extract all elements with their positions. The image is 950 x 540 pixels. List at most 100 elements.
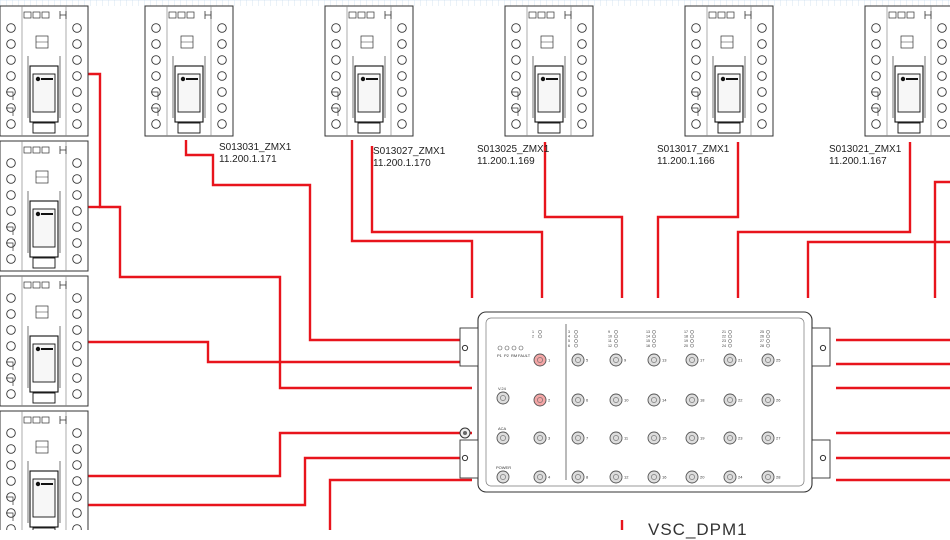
cover-window bbox=[32, 478, 56, 518]
port-5 bbox=[571, 353, 585, 367]
terminal-right bbox=[757, 39, 767, 49]
port-1 bbox=[533, 353, 547, 367]
bottom-latch bbox=[32, 257, 56, 269]
port-25 bbox=[761, 353, 775, 367]
power-connector-inner bbox=[500, 474, 506, 480]
port-14 bbox=[647, 393, 661, 407]
terminal-right bbox=[72, 428, 82, 438]
terminal-left bbox=[511, 23, 521, 33]
header-block bbox=[41, 146, 50, 154]
brand-bar bbox=[41, 348, 53, 350]
wire-symbol bbox=[871, 107, 879, 116]
port-6-number: 6 bbox=[586, 398, 589, 403]
terminal-left bbox=[6, 71, 16, 81]
port-led bbox=[574, 343, 578, 348]
wire-symbol bbox=[6, 91, 14, 100]
terminal-left bbox=[6, 23, 16, 33]
terminal-right bbox=[72, 444, 82, 454]
terminal-right bbox=[937, 55, 947, 65]
io-module-top-5 bbox=[864, 5, 950, 137]
port-led bbox=[652, 334, 656, 339]
terminal-right bbox=[72, 476, 82, 486]
terminal-right bbox=[217, 87, 227, 97]
port-led-label-13: 13 bbox=[646, 330, 650, 334]
wire-symbol bbox=[151, 91, 159, 100]
port-13 bbox=[647, 353, 661, 367]
carrier-rails bbox=[27, 326, 61, 388]
header-block bbox=[23, 11, 32, 19]
port-20-inner bbox=[689, 474, 695, 480]
port-9 bbox=[609, 353, 623, 367]
port-led-label-14: 14 bbox=[646, 335, 650, 339]
terminal-right bbox=[217, 39, 227, 49]
terminal-left bbox=[6, 325, 16, 335]
terminal-right bbox=[72, 103, 82, 113]
cable-15 bbox=[933, 180, 950, 298]
bottom-latch bbox=[177, 122, 201, 134]
terminal-left bbox=[6, 39, 16, 49]
header-symbol bbox=[59, 11, 67, 19]
port-led-label-1: 1 bbox=[532, 330, 534, 334]
port-24 bbox=[723, 470, 737, 484]
cable-10 bbox=[370, 146, 544, 298]
device-label-2: S013027_ZMX1 11.200.1.170 bbox=[373, 146, 445, 170]
terminal-left bbox=[6, 476, 16, 486]
terminal-left bbox=[6, 254, 16, 264]
header-block bbox=[897, 11, 906, 19]
mount-hole bbox=[819, 344, 827, 352]
port-4-inner bbox=[537, 474, 543, 480]
terminal-right bbox=[757, 103, 767, 113]
terminal-right bbox=[217, 71, 227, 81]
terminal-right bbox=[72, 119, 82, 129]
header-block bbox=[528, 11, 537, 19]
port-13-number: 13 bbox=[662, 358, 667, 363]
carrier-rails bbox=[352, 56, 386, 118]
cover-window bbox=[177, 73, 201, 113]
terminal-right bbox=[397, 23, 407, 33]
terminal-left bbox=[6, 460, 16, 470]
device-ip: 11.200.1.167 bbox=[829, 156, 887, 167]
terminal-right bbox=[72, 87, 82, 97]
terminal-right bbox=[937, 119, 947, 129]
port-led-label-9: 9 bbox=[608, 330, 610, 334]
port-led bbox=[574, 329, 578, 334]
terminal-left bbox=[871, 71, 881, 81]
terminal-left bbox=[331, 39, 341, 49]
device-name: S013027_ZMX1 bbox=[373, 146, 446, 157]
terminal-right bbox=[577, 71, 587, 81]
port-16 bbox=[647, 470, 661, 484]
port-led bbox=[574, 334, 578, 339]
port-21-inner bbox=[727, 357, 733, 363]
terminal-right bbox=[72, 524, 82, 530]
status-led bbox=[511, 345, 517, 351]
power-label: POWER bbox=[496, 465, 511, 470]
bottom-latch bbox=[537, 122, 561, 134]
cable-layer bbox=[50, 72, 950, 530]
header-block bbox=[23, 281, 32, 289]
terminal-right bbox=[577, 39, 587, 49]
port-3-number: 3 bbox=[548, 436, 551, 441]
header-block bbox=[717, 11, 726, 19]
port-19-number: 19 bbox=[700, 436, 705, 441]
terminal-right bbox=[72, 492, 82, 502]
port-11 bbox=[609, 431, 623, 445]
port-3 bbox=[533, 431, 547, 445]
terminal-left bbox=[691, 23, 701, 33]
terminal-right bbox=[577, 55, 587, 65]
terminal-left bbox=[511, 39, 521, 49]
port-20 bbox=[685, 470, 699, 484]
terminal-right bbox=[72, 373, 82, 383]
port-led bbox=[728, 343, 732, 348]
header-symbol bbox=[384, 11, 392, 19]
port-9-number: 9 bbox=[624, 358, 627, 363]
port-8-inner bbox=[575, 474, 581, 480]
port-led-label-26: 26 bbox=[760, 335, 764, 339]
header-block bbox=[32, 416, 41, 424]
device-ip: 11.200.1.169 bbox=[477, 156, 535, 167]
port-led-label-24: 24 bbox=[722, 344, 726, 348]
port-2-inner bbox=[537, 397, 543, 403]
cable-12 bbox=[656, 142, 740, 298]
port-21 bbox=[723, 353, 737, 367]
port-23-inner bbox=[727, 435, 733, 441]
